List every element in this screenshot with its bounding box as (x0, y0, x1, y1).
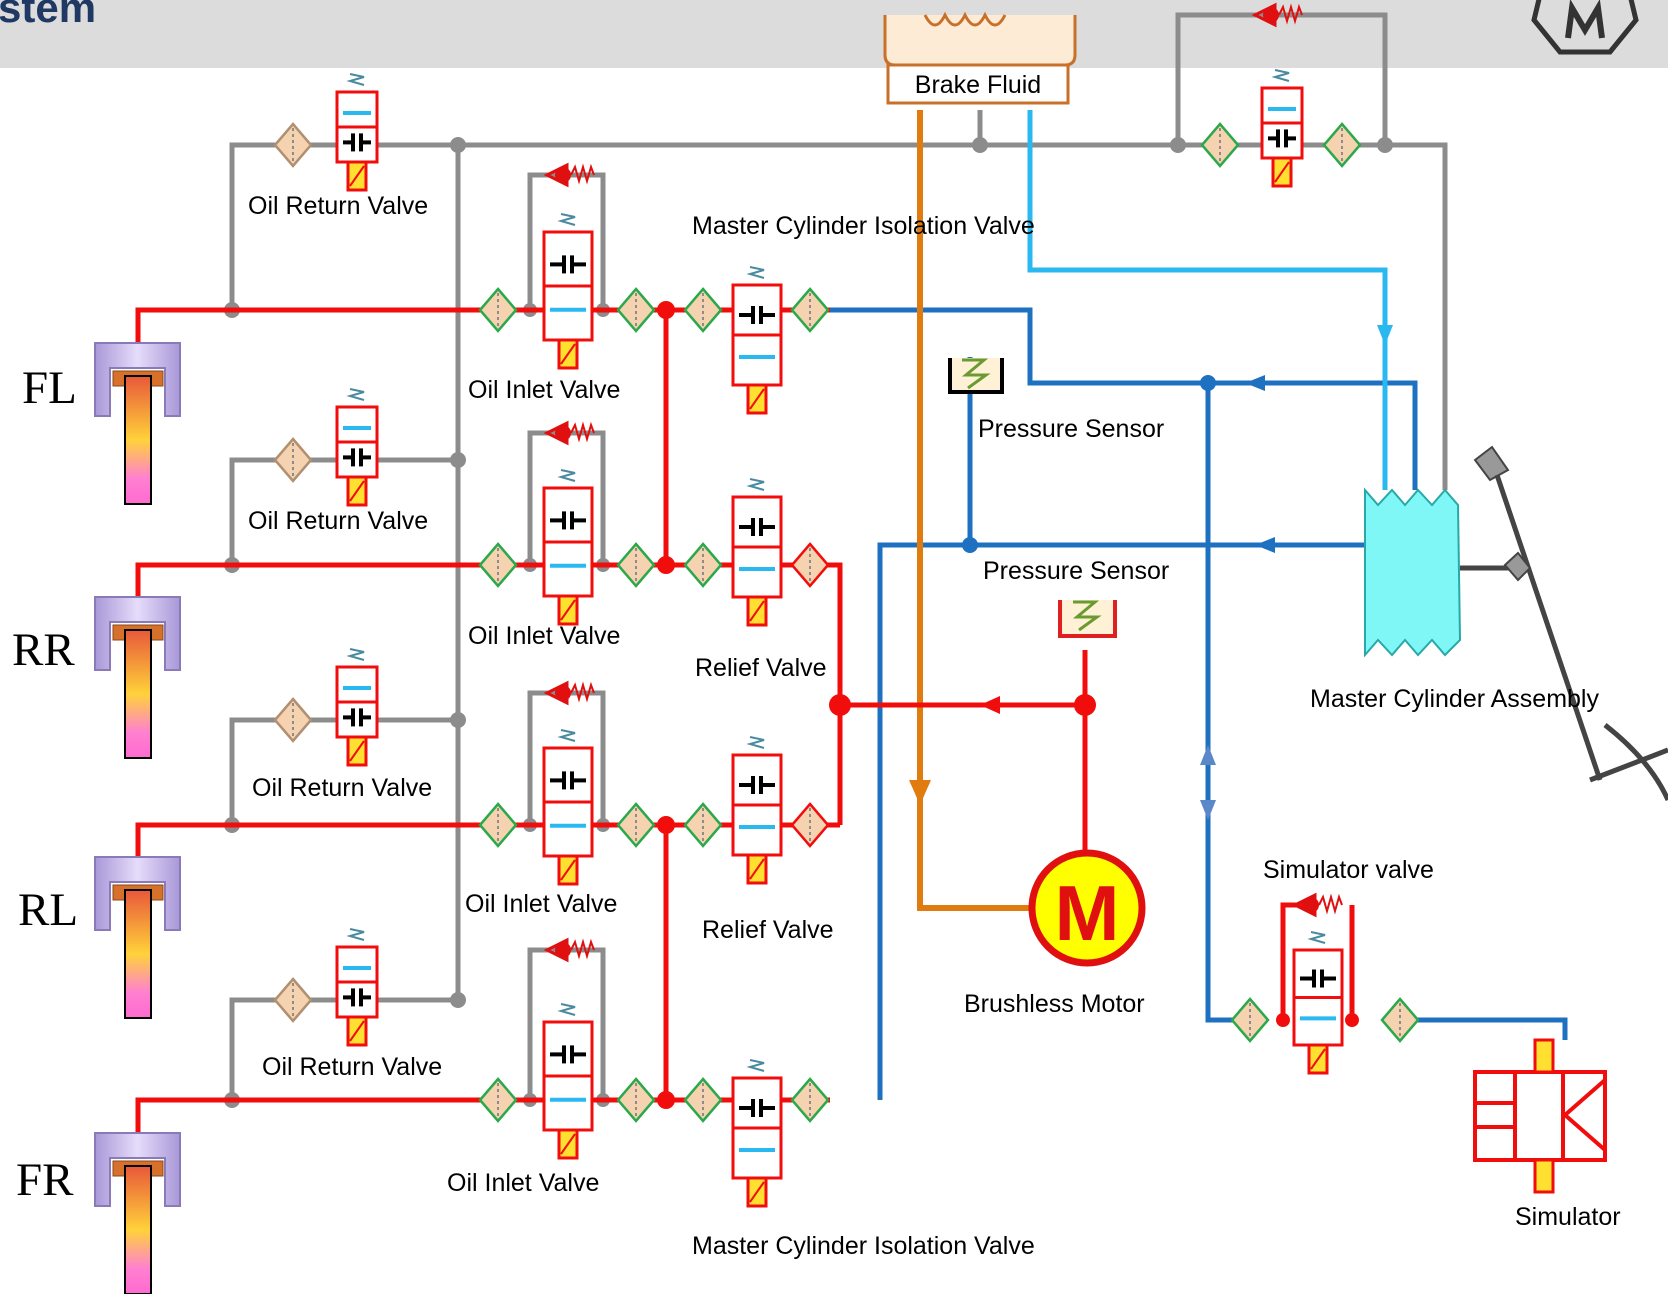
solenoid-valve (1292, 931, 1344, 1075)
brushless-motor-label: Brushless Motor (964, 990, 1145, 1018)
brake-fluid-label: Brake Fluid (915, 71, 1041, 99)
solenoid-valve (335, 648, 379, 767)
solenoid-valve (542, 213, 594, 370)
filters (273, 122, 1420, 1123)
solenoid-valve (542, 469, 594, 626)
simulator-label: Simulator (1515, 1203, 1621, 1231)
master-cylinder-isolation-valve-label-2: Master Cylinder Isolation Valve (692, 1232, 1035, 1260)
wheel-caliper (94, 596, 181, 759)
filter (1200, 122, 1240, 168)
solenoid-valve (335, 928, 379, 1047)
wheel-label-rl: RL (18, 884, 78, 936)
check-valve (1291, 892, 1343, 918)
filter (478, 542, 518, 588)
pressure-sensor-label-2: Pressure Sensor (983, 557, 1169, 585)
solenoid-valve (335, 388, 379, 507)
filter (616, 542, 656, 588)
check-valve (1251, 2, 1303, 28)
check-valves (543, 2, 1343, 963)
filter (683, 542, 723, 588)
filter (683, 287, 723, 333)
oil-return-valve-label-1: Oil Return Valve (248, 192, 428, 220)
wheel-caliper (94, 856, 181, 1019)
page-title: stem (0, 0, 97, 31)
relief-valve-label-2: Relief Valve (702, 916, 834, 944)
filter (790, 287, 830, 333)
pedal-line-arrow (1377, 325, 1393, 345)
oil-return-valve-label-4: Oil Return Valve (262, 1053, 442, 1081)
solenoid-valve (731, 736, 783, 885)
motor-flow-arrow (980, 696, 1000, 714)
wheel-label-fl: FL (22, 362, 77, 414)
header-bar: stem (0, 0, 1668, 68)
filter (273, 697, 313, 743)
flow-arrows-blue (1245, 375, 1275, 553)
pedal-line (1027, 110, 1388, 490)
wheel-caliper (94, 1132, 181, 1294)
oil-return-valve-label-3: Oil Return Valve (252, 774, 432, 802)
master-cylinder-assembly (1364, 487, 1515, 658)
wheel-caliper (94, 342, 181, 505)
filter (790, 1077, 830, 1123)
motor-symbol: M (1055, 869, 1120, 957)
check-valve (543, 680, 595, 706)
filter (478, 802, 518, 848)
oil-return-valve-label-2: Oil Return Valve (248, 507, 428, 535)
reservoir-flow-arrow (909, 780, 931, 805)
check-valve (543, 162, 595, 188)
master-cylinder-assembly-label: Master Cylinder Assembly (1310, 685, 1599, 713)
solenoid-valve (731, 1059, 783, 1208)
master-junctions (962, 375, 1216, 553)
oil-inlet-valve-label-1: Oil Inlet Valve (468, 376, 620, 404)
filter (616, 1077, 656, 1123)
return-junctions (224, 137, 1393, 1108)
check-valve (543, 937, 595, 963)
check-valve (543, 420, 595, 446)
brushless-motor: M (1028, 849, 1146, 967)
filter (683, 1077, 723, 1123)
mg-logo (1531, 0, 1639, 55)
pressure-sensor-upper (948, 358, 1004, 394)
pressure-sensor-lower (1058, 600, 1117, 638)
filter (683, 802, 723, 848)
reservoir-line (917, 110, 1030, 911)
filter (478, 287, 518, 333)
simulator (1473, 1038, 1607, 1194)
filter (273, 977, 313, 1023)
solenoid-valve (542, 729, 594, 886)
filter (273, 122, 313, 168)
master-cylinder-isolation-valve-label-1: Master Cylinder Isolation Valve (692, 212, 1035, 240)
wheel-label-fr: FR (16, 1154, 74, 1206)
brake-pedal (1473, 445, 1668, 802)
simulator-valve-label: Simulator valve (1263, 856, 1434, 884)
filter (616, 802, 656, 848)
solenoid-valves (335, 69, 1344, 1208)
solenoid-valve (731, 478, 783, 627)
filter (478, 1077, 518, 1123)
filter (273, 437, 313, 483)
wheel-calipers (94, 342, 181, 1294)
pressure-sensor-label-1: Pressure Sensor (978, 415, 1164, 443)
filter (1230, 997, 1270, 1043)
solenoid-valve (542, 1003, 594, 1160)
bidirectional-arrow (1200, 745, 1216, 820)
wheel-label-rr: RR (12, 624, 75, 676)
return-lines (229, 12, 1448, 1100)
oil-inlet-valve-label-2: Oil Inlet Valve (468, 622, 620, 650)
master-lines (830, 307, 1568, 1100)
filter (616, 287, 656, 333)
filter (1380, 997, 1420, 1043)
oil-inlet-valve-label-4: Oil Inlet Valve (447, 1169, 599, 1197)
relief-valve-label-1: Relief Valve (695, 654, 827, 682)
filter (790, 542, 830, 588)
oil-inlet-valve-label-3: Oil Inlet Valve (465, 890, 617, 918)
solenoid-valve (1260, 69, 1304, 188)
filter (790, 802, 830, 848)
filter (1322, 122, 1362, 168)
brake-fluid-reservoir: Brake Fluid (883, 11, 1077, 105)
solenoid-valve (335, 73, 379, 192)
high-pressure-junctions (657, 301, 1359, 1109)
solenoid-valve (731, 266, 783, 415)
